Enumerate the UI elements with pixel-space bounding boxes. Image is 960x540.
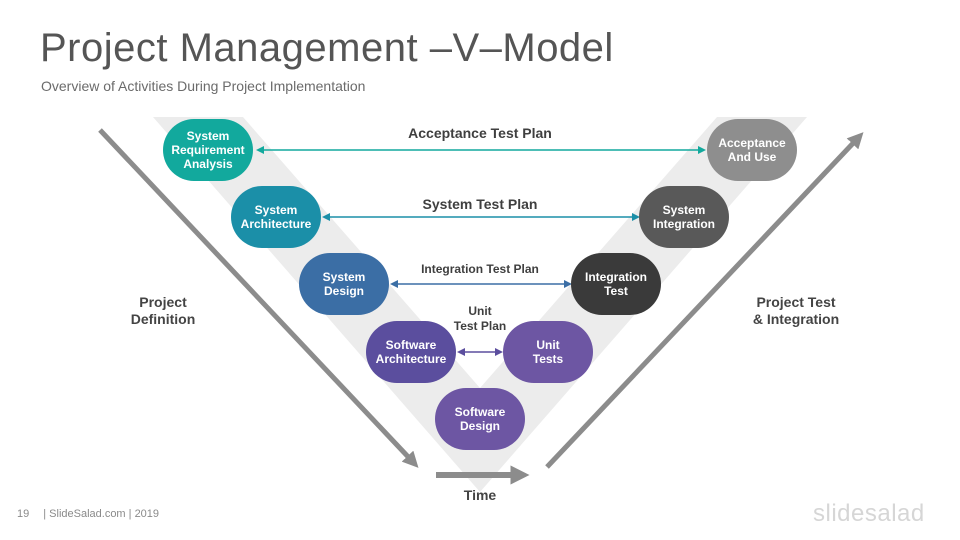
project-definition-arrow — [98, 128, 419, 468]
project-test-integration-label: Project Test & Integration — [752, 294, 840, 327]
integration-test-plan-label: Integration Test Plan — [421, 262, 539, 276]
slide-title: Project Management –V–Model — [40, 26, 614, 70]
phase-acceptance-and-use: Acceptance And Use — [707, 119, 797, 181]
project-definition-label: Project Definition — [130, 294, 196, 327]
unit-test-plan-label: Unit Test Plan — [453, 304, 507, 333]
connector-acceptance — [256, 146, 706, 154]
project-test-arrow — [545, 132, 864, 469]
phase-system-architecture: System Architecture — [231, 186, 321, 248]
phase-software-architecture: Software Architecture — [366, 321, 456, 383]
footer-text: | SlideSalad.com | 2019 — [43, 508, 160, 520]
connector-system-test — [322, 213, 640, 221]
phase-system-requirement-analysis: System Requirement Analysis — [163, 119, 253, 181]
phase-system-integration: System Integration — [639, 186, 729, 248]
phase-software-design: Software Design — [435, 388, 525, 450]
footer: 19 | SlideSalad.com | 2019 — [17, 508, 159, 520]
phase-integration-test: Integration Test — [571, 253, 661, 315]
connector-unit-test — [457, 348, 503, 356]
page-number: 19 — [17, 508, 30, 520]
brand-logo: slidesalad — [813, 500, 925, 527]
slide-subtitle: Overview of Activities During Project Im… — [41, 78, 366, 94]
acceptance-test-plan-label: Acceptance Test Plan — [408, 125, 552, 141]
phase-unit-tests: Unit Tests — [503, 321, 593, 383]
time-label: Time — [463, 487, 497, 503]
system-test-plan-label: System Test Plan — [422, 196, 538, 212]
phase-system-design: System Design — [299, 253, 389, 315]
connector-integration-test — [390, 280, 572, 288]
